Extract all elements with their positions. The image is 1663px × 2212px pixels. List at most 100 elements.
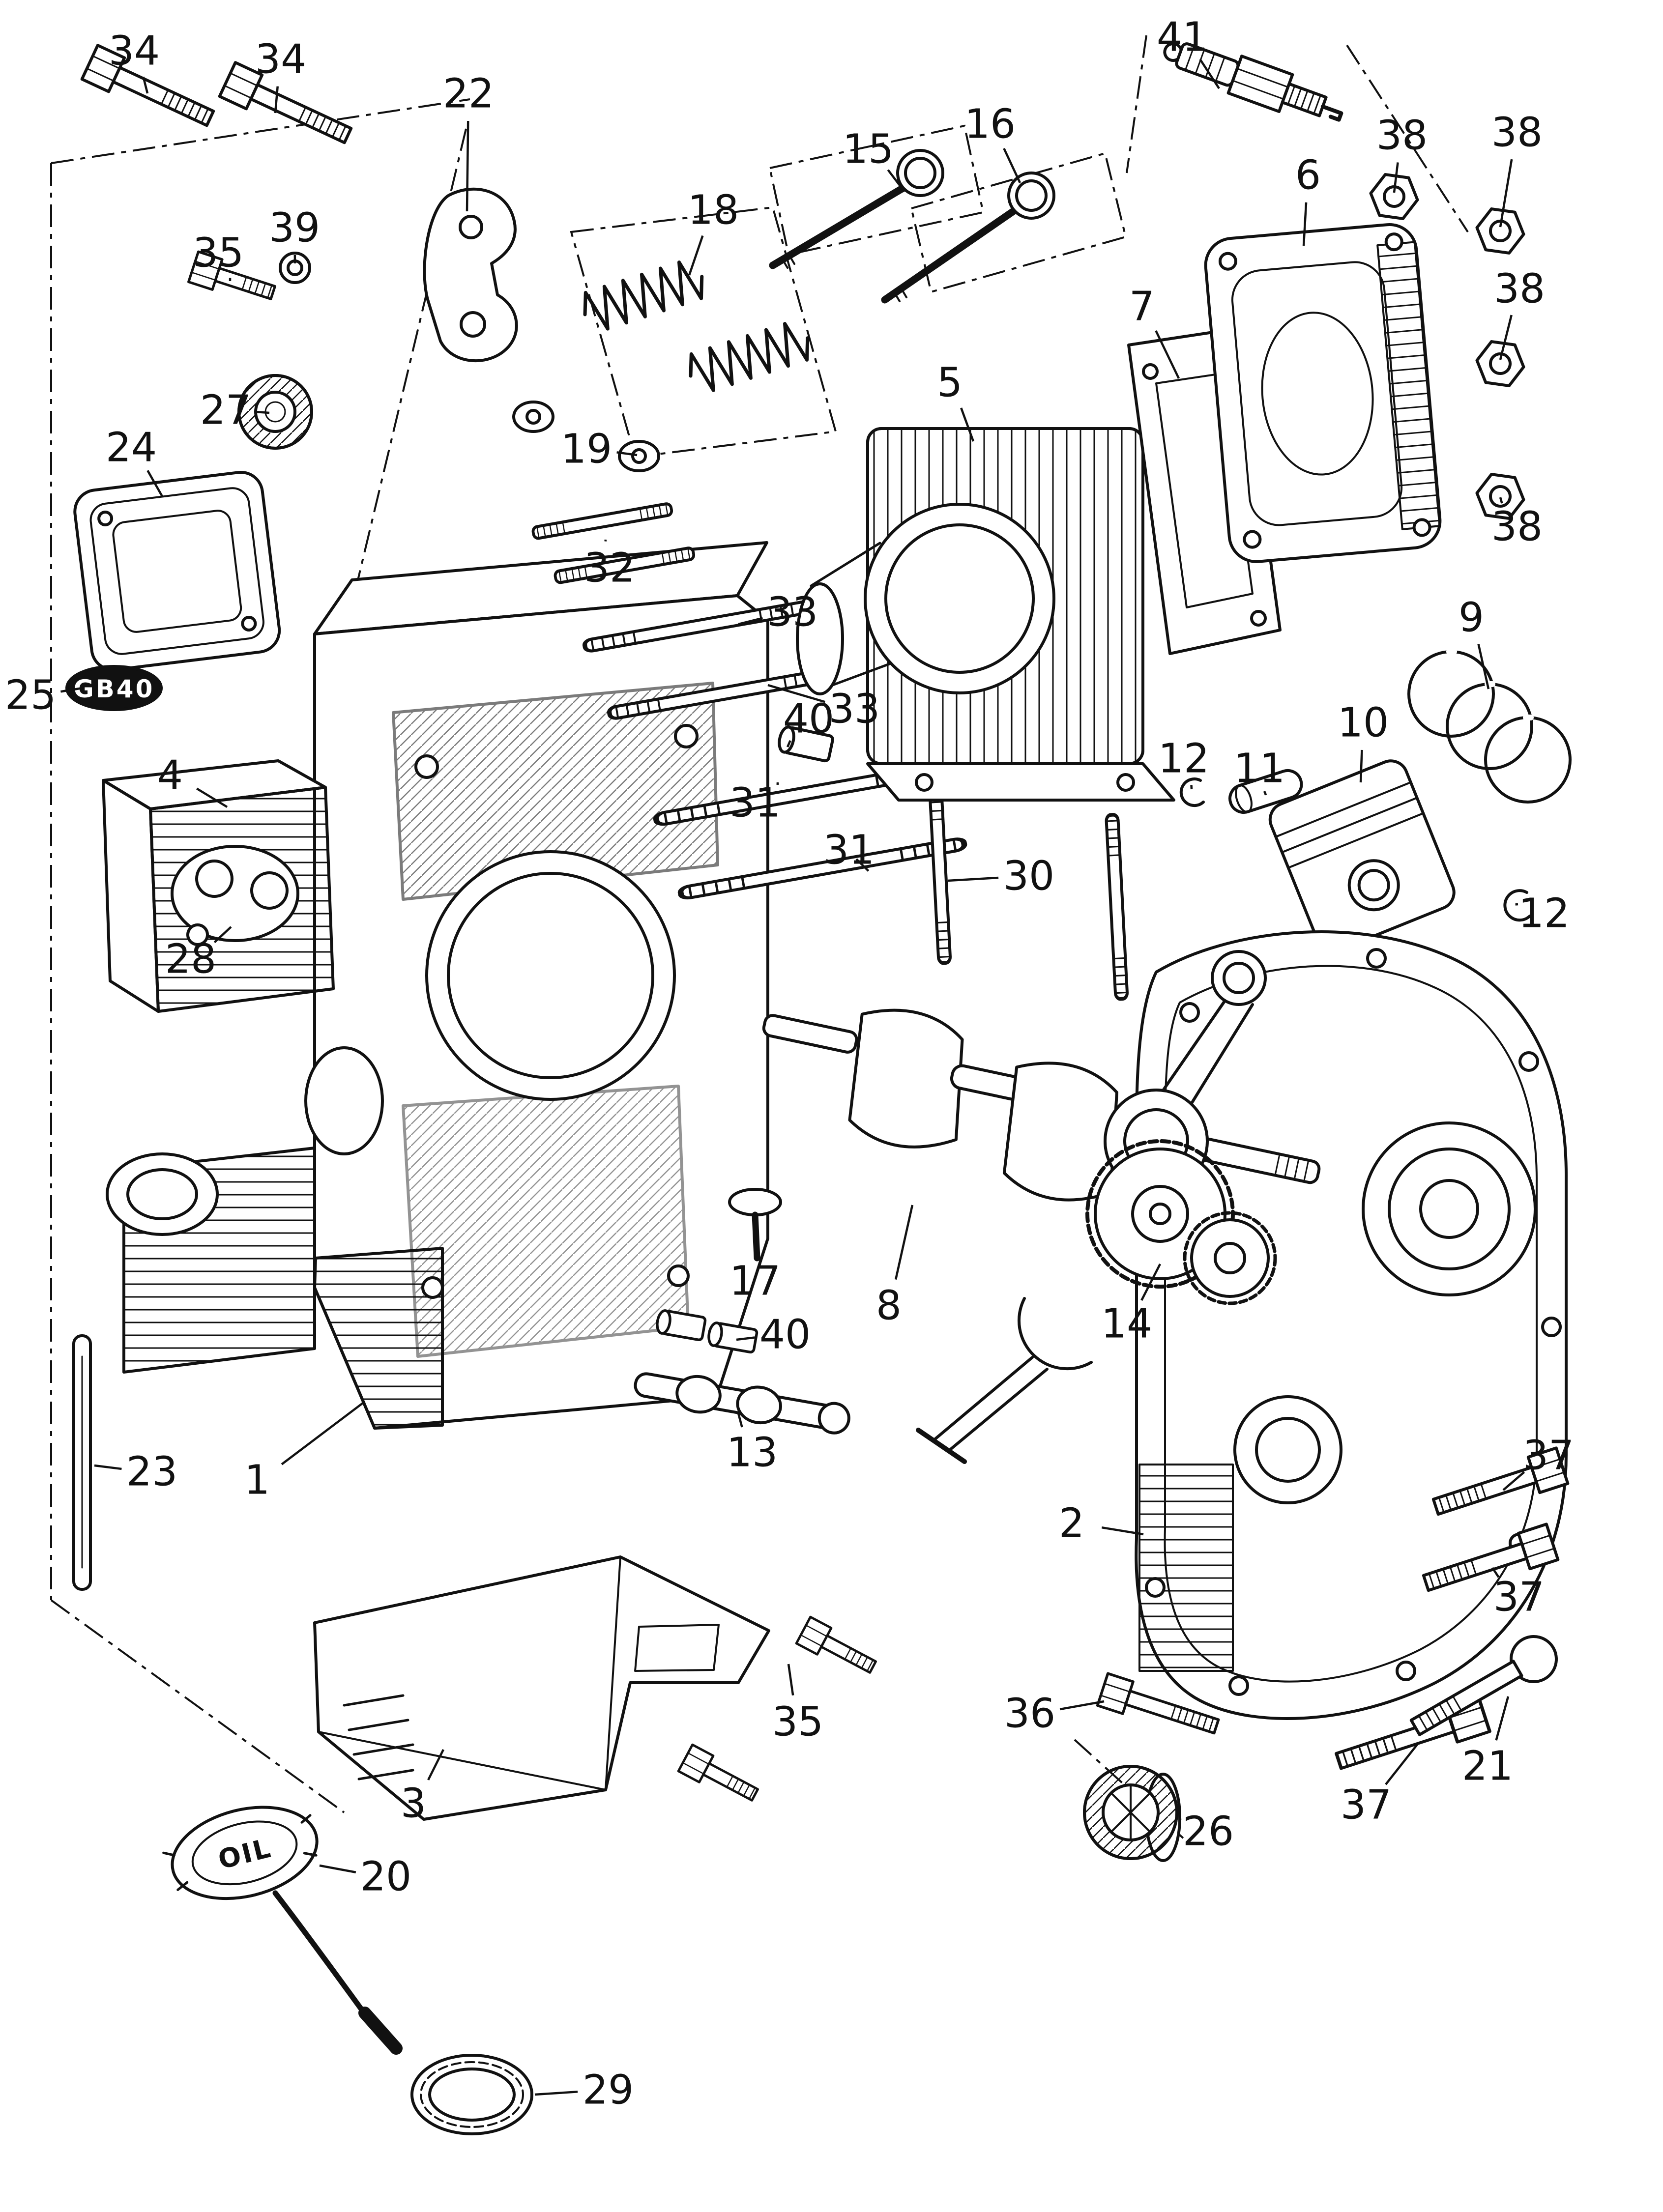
leader-line: [887, 169, 905, 193]
spark-plug: [1163, 42, 1343, 122]
leader-line: [855, 858, 870, 872]
callout-label: 11: [1234, 746, 1285, 792]
leader-line: [1190, 785, 1193, 790]
callout-label: 5: [937, 360, 963, 406]
callout-label: 38: [1491, 504, 1543, 550]
leader-line: [466, 120, 469, 212]
callout-label: 34: [109, 28, 160, 75]
tappet: [728, 1188, 782, 1262]
callout-13-camshaft: 13: [727, 1413, 778, 1476]
callout-label: 27: [200, 387, 251, 434]
callout-label: 12: [1518, 891, 1570, 937]
callout-26-pulley: 26: [1178, 1809, 1234, 1855]
leader-line: [736, 1336, 755, 1341]
callout-34-flange-bolt: 34: [109, 28, 160, 94]
callout-1-crankcase: 1: [244, 1401, 366, 1504]
callout-19-spring-retainer: 19: [561, 426, 638, 473]
valve-seat: [195, 860, 233, 898]
callout-label: 12: [1158, 736, 1209, 782]
callout-label: 23: [126, 1449, 177, 1495]
camshaft: [634, 1372, 850, 1435]
callout-35-bolt: 35: [193, 230, 244, 282]
leader-line: [1499, 497, 1503, 504]
leader-line: [1359, 749, 1363, 783]
callout-10-piston: 10: [1338, 700, 1389, 783]
callout-38-flange-nut: 38: [1376, 113, 1428, 193]
leader-line: [767, 684, 825, 703]
leader-line: [196, 787, 228, 808]
callout-37-bolt: 37: [1341, 1742, 1420, 1829]
callout-label: 13: [727, 1430, 778, 1476]
callout-37-bolt: 37: [1491, 1567, 1545, 1621]
leader-line: [616, 451, 638, 457]
leader-line: [1502, 1471, 1525, 1491]
callout-label: 24: [106, 425, 157, 471]
callout-15-valve: 15: [843, 126, 905, 193]
leader-line: [1499, 159, 1513, 228]
timing-gear: [1085, 1139, 1277, 1305]
callout-25-emblem: 25: [5, 672, 83, 719]
leader-line: [534, 2091, 578, 2096]
seal-ring: [410, 2054, 533, 2135]
callout-31-stud: 31: [729, 780, 781, 827]
callout-2-crankcase-cover: 2: [1059, 1500, 1144, 1547]
spring-retainer: [512, 401, 660, 472]
callout-label: 25: [5, 672, 56, 719]
diagram-art: GB40: [65, 42, 1572, 2135]
callout-7-gasket: 7: [1129, 284, 1180, 379]
callout-label: 31: [823, 827, 875, 874]
cylinder: [796, 427, 1175, 802]
callout-label: 38: [1494, 266, 1545, 313]
callout-label: 35: [193, 230, 244, 277]
callout-20-oil-filler-cap: 20: [319, 1854, 411, 1900]
leader-line: [60, 687, 83, 693]
callout-label: 41: [1157, 14, 1208, 61]
leader-line: [1495, 1696, 1510, 1741]
callout-18-valve-spring: 18: [688, 187, 739, 276]
callout-label: 30: [1003, 853, 1054, 900]
callout-label: 38: [1491, 110, 1543, 156]
dipstick-blade: [358, 2007, 403, 2055]
leader-line: [1199, 58, 1220, 89]
callout-label: 21: [1462, 1743, 1513, 1790]
callout-33-stud: 33: [738, 589, 818, 636]
callout-label: 8: [876, 1283, 902, 1329]
leader-line: [94, 1464, 122, 1470]
callout-39-washer: 39: [269, 205, 320, 264]
leader-line: [1003, 147, 1021, 183]
callout-label: 22: [443, 71, 494, 117]
callout-34-flange-bolt: 34: [255, 36, 306, 114]
callout-label: 14: [1101, 1301, 1152, 1348]
flange-nut: [1474, 340, 1527, 388]
callout-label: 20: [360, 1854, 411, 1900]
callout-label: 19: [561, 426, 612, 473]
callout-label: 40: [783, 696, 834, 743]
stud: [929, 778, 951, 963]
callout-8-crankshaft: 8: [876, 1205, 914, 1329]
callout-17-tappet: 17: [729, 1230, 781, 1305]
callout-label: 7: [1129, 284, 1155, 330]
callout-label: 36: [1004, 1691, 1055, 1737]
callout-label: 37: [1493, 1574, 1545, 1621]
oil-filler-cap: OIL: [162, 1806, 403, 2055]
callout-21-bolt: 21: [1462, 1696, 1513, 1790]
flange-nut: [1474, 207, 1527, 255]
leader-line: [142, 76, 149, 94]
pin-clip: [1503, 889, 1531, 922]
callout-label: 38: [1376, 113, 1428, 159]
callout-24-head-cover: 24: [106, 425, 163, 497]
callout-label: 33: [767, 589, 818, 636]
leader-line: [786, 740, 791, 747]
flange-nut: [1368, 173, 1421, 221]
head-cover: [73, 470, 281, 671]
leader-line: [1178, 1816, 1182, 1821]
callout-23-breather-tube: 23: [94, 1449, 177, 1495]
callout-label: 40: [759, 1312, 811, 1358]
leader-line: [738, 617, 763, 626]
callout-3-shroud: 3: [401, 1749, 445, 1827]
leader-line: [213, 926, 232, 944]
callout-label: 1: [244, 1457, 270, 1504]
plug-hole: [186, 923, 209, 946]
leader-line: [274, 86, 279, 114]
